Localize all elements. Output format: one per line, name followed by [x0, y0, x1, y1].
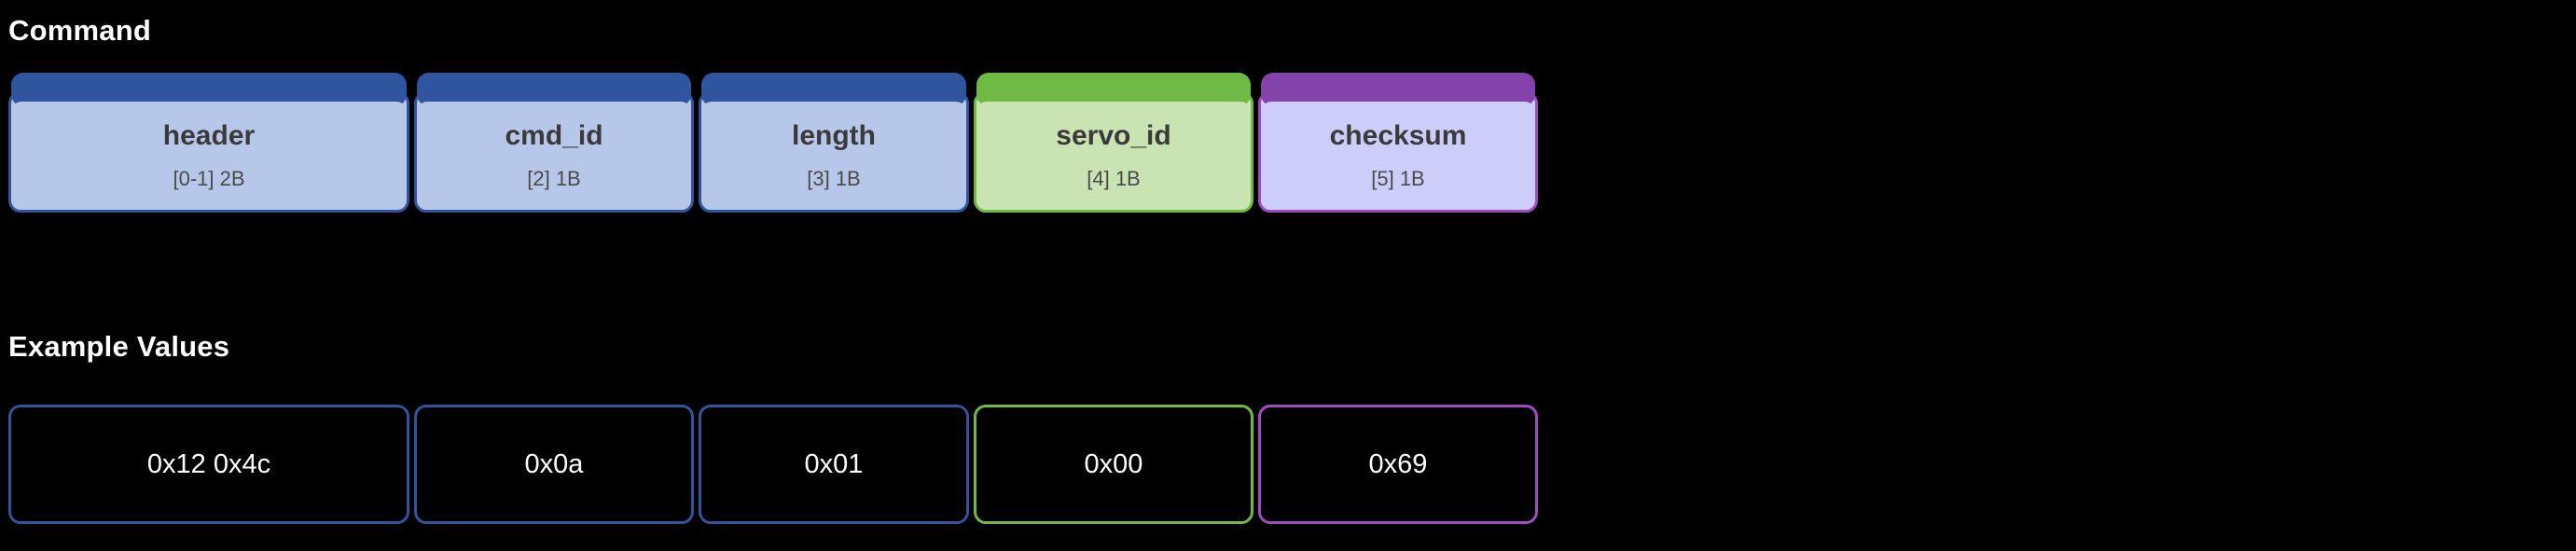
packet-field-name: checksum: [1329, 120, 1467, 151]
example-value-text: 0x12 0x4c: [146, 448, 271, 479]
packet-field-name: servo_id: [1056, 120, 1171, 151]
packet-field-body: length [3] 1B: [701, 102, 966, 210]
packet-field-byte-range: [5] 1B: [1371, 167, 1425, 190]
packet-field-length[interactable]: length [3] 1B: [699, 73, 969, 213]
packet-field-byte-range: [0-1] 2B: [173, 167, 245, 190]
packet-field-byte-range: [2] 1B: [527, 167, 581, 190]
packet-field-checksum[interactable]: checksum [5] 1B: [1258, 73, 1538, 213]
packet-field-byte-range: [3] 1B: [807, 167, 861, 190]
example-value-box-servo-id[interactable]: 0x00: [974, 405, 1253, 524]
example-values-section-title: Example Values: [8, 330, 230, 363]
example-value-text: 0x69: [1368, 448, 1428, 479]
packet-field-body: servo_id [4] 1B: [976, 102, 1251, 210]
packet-field-cap-header: [11, 73, 407, 106]
packet-field-body: checksum [5] 1B: [1261, 102, 1535, 210]
packet-field-cap-servo-id: [976, 73, 1251, 106]
packet-field-name: cmd_id: [505, 120, 603, 151]
packet-field-name: header: [162, 120, 256, 151]
example-value-box-length[interactable]: 0x01: [699, 405, 969, 524]
packet-field-byte-range: [4] 1B: [1087, 167, 1141, 190]
packet-field-cap-checksum: [1261, 73, 1535, 106]
packet-field-cap-cmd-id: [417, 73, 691, 106]
packet-field-servo-id[interactable]: servo_id [4] 1B: [974, 73, 1253, 213]
example-value-box-checksum[interactable]: 0x69: [1258, 405, 1538, 524]
packet-field-body: cmd_id [2] 1B: [417, 102, 691, 210]
example-value-box-cmd-id[interactable]: 0x0a: [414, 405, 694, 524]
packet-field-cap-length: [701, 73, 966, 106]
example-value-row: 0x12 0x4c 0x0a 0x01 0x00 0x69: [8, 405, 1538, 524]
packet-field-cmd-id[interactable]: cmd_id [2] 1B: [414, 73, 694, 213]
example-value-box-header[interactable]: 0x12 0x4c: [8, 405, 409, 524]
example-value-text: 0x00: [1084, 448, 1143, 479]
example-value-text: 0x01: [804, 448, 864, 479]
packet-field-row: header [0-1] 2B cmd_id [2] 1B length [3] 1B se…: [8, 73, 1538, 213]
packet-field-body: header [0-1] 2B: [11, 102, 407, 210]
packet-field-name: length: [792, 120, 876, 151]
command-section-title: Command: [8, 14, 151, 47]
example-value-text: 0x0a: [524, 448, 584, 479]
packet-field-header[interactable]: header [0-1] 2B: [8, 73, 409, 213]
